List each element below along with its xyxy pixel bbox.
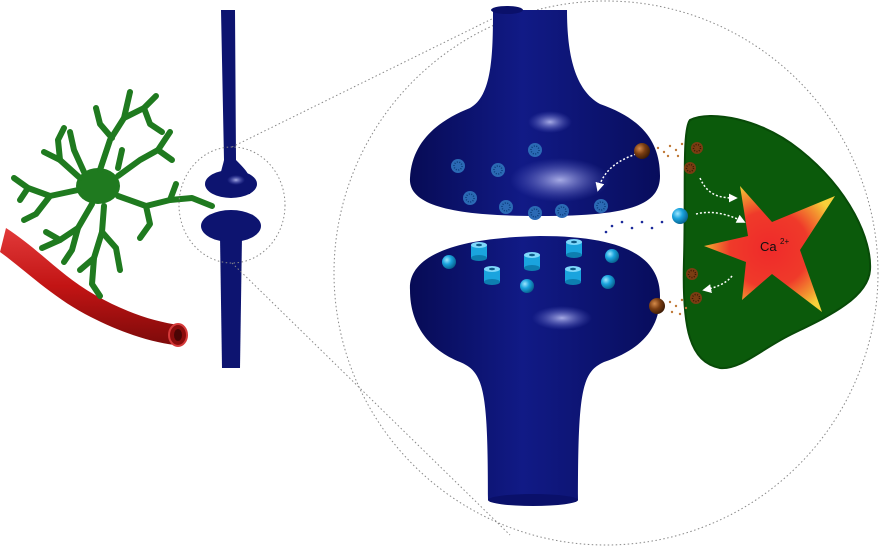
receptor [484, 266, 500, 285]
gliotransmitter-release-bottom [649, 298, 688, 316]
calcium-signal: Ca 2+ [704, 186, 835, 312]
neurotransmitter-ball [605, 249, 619, 263]
gliotransmitter-vesicle [690, 292, 702, 304]
gliotransmitter-release-top [634, 142, 684, 159]
astrocyte-arrows [695, 177, 746, 293]
vesicle [451, 159, 465, 173]
receptors [471, 239, 582, 285]
vesicle [499, 200, 513, 214]
gliotransmitter-vesicle [684, 162, 696, 174]
presynaptic-terminal [409, 6, 660, 216]
magnifier-outline [178, 0, 879, 546]
calcium-label: Ca [760, 239, 777, 254]
neurotransmitter-ball [601, 275, 615, 289]
vesicle [528, 143, 542, 157]
receptor [566, 239, 582, 258]
vesicle [528, 206, 542, 220]
vesicle [594, 199, 608, 213]
neurotransmitter-balls [442, 249, 619, 293]
synaptic-vesicles [451, 143, 608, 220]
neurotransmitter-ball [520, 279, 534, 293]
blood-vessel [0, 228, 188, 347]
gliotransmitter-vesicles [684, 142, 703, 304]
receptor [524, 252, 540, 271]
calcium-charge: 2+ [780, 237, 789, 246]
astrocyte-small [11, 89, 215, 299]
neuron-overview [201, 10, 261, 368]
calcium-star-icon [704, 186, 835, 312]
postsynaptic-terminal [409, 236, 660, 506]
gliotransmitter-vesicle [691, 142, 703, 154]
vesicle [491, 163, 505, 177]
neurotransmitter-ball [442, 255, 456, 269]
vesicle [463, 191, 477, 205]
vesicle [555, 204, 569, 218]
neurotransmitter-release [604, 208, 688, 234]
receptor [565, 266, 581, 285]
receptor [471, 242, 487, 261]
uptake-arrow [595, 153, 637, 192]
gliotransmitter-vesicle [686, 268, 698, 280]
